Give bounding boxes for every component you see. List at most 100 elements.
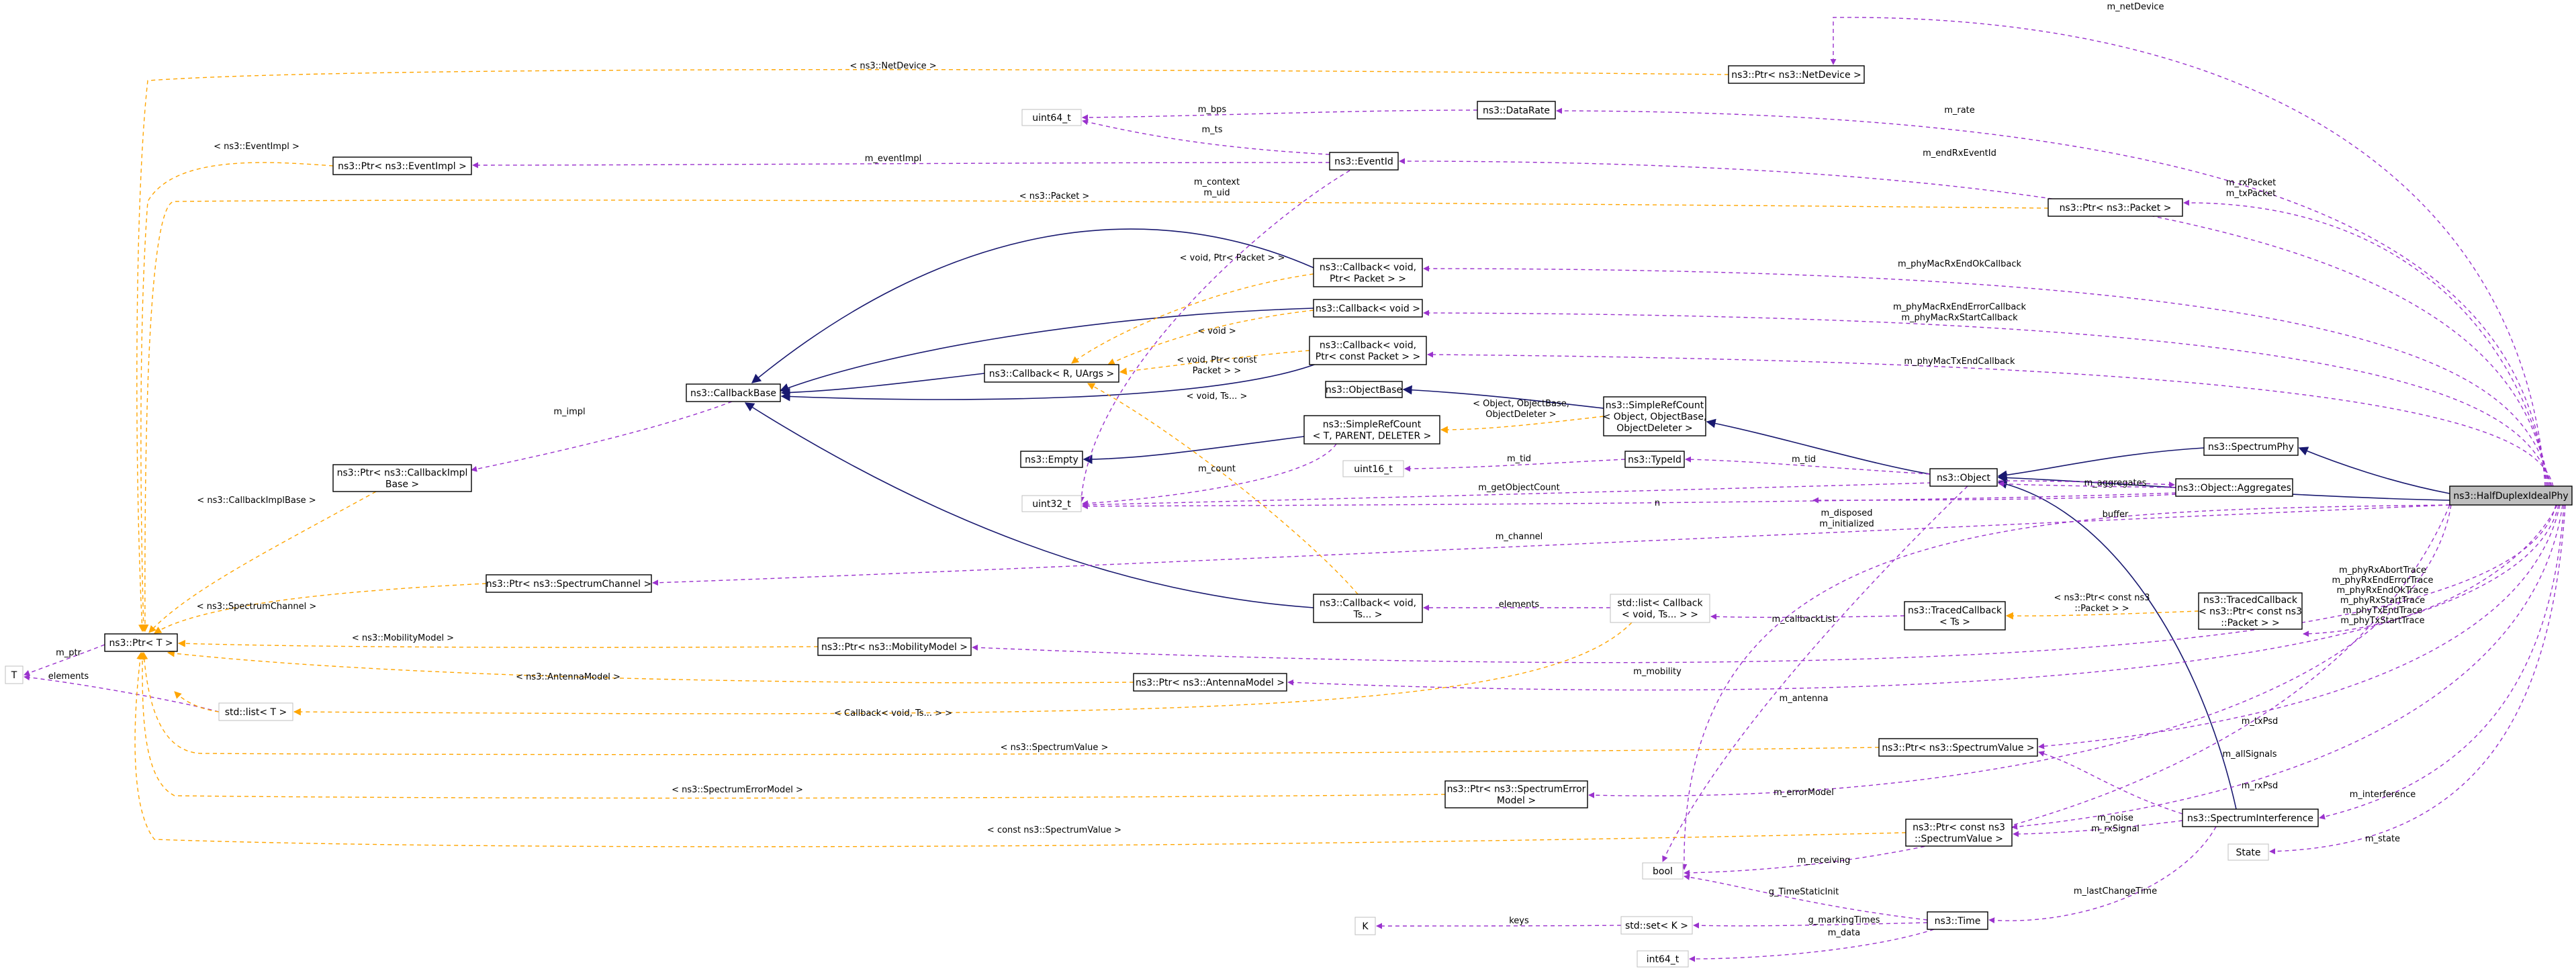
node-typeid[interactable]: ns3::TypeId <box>1624 451 1685 468</box>
edge-tpl-void-ts <box>1087 383 1359 595</box>
node-callback-void[interactable]: ns3::Callback< void > <box>1313 299 1423 318</box>
edge-label-ns3-antennamodel: < ns3::AntennaModel > <box>516 672 620 682</box>
node-object[interactable]: ns3::Object <box>1929 468 1998 487</box>
edge-use-n <box>1082 492 2176 510</box>
node-ptr-spectrumerror[interactable]: ns3::Ptr< ns3::SpectrumErrorModel > <box>1444 780 1588 808</box>
node-box <box>1904 601 2006 631</box>
edge-label-trace-5: m_phyTxStartTrace <box>2340 616 2424 626</box>
node-ptr-packet[interactable]: ns3::Ptr< ns3::Packet > <box>2048 198 2183 217</box>
edge-tpl-tracedcallback <box>2005 610 2199 620</box>
edge-use-errormodel <box>1588 504 2452 798</box>
node-label: ::SpectrumValue > <box>1915 834 2003 845</box>
node-callbackbase[interactable]: ns3::CallbackBase <box>686 383 781 402</box>
node-label: < void, Ts... > > <box>1622 610 1698 620</box>
edge-label-ns3-callbackimplbase: < ns3::CallbackImplBase > <box>197 496 316 506</box>
edge-label-m-context-uid: m_uid <box>1203 188 1230 198</box>
edge-label-m-rxpsd: m_rxPsd <box>2242 781 2279 791</box>
node-ptr-eventimpl[interactable]: ns3::Ptr< ns3::EventImpl > <box>332 156 472 175</box>
node-simplerefcount-obj[interactable]: ns3::SimpleRefCount< Object, ObjectBase,… <box>1603 396 1707 436</box>
node-label: ns3::SpectrumInterference <box>2187 813 2313 824</box>
edge-label-m-disposed-initialized: m_disposed <box>1821 508 1872 518</box>
edge-label-m-context-uid: m_context <box>1194 177 1240 187</box>
node-empty[interactable]: ns3::Empty <box>1020 451 1083 468</box>
node-aggregates[interactable]: ns3::Object::Aggregates <box>2175 478 2293 497</box>
node-box <box>1610 594 1710 623</box>
edge-label-m-errormodel: m_errorModel <box>1774 788 1834 798</box>
node-box <box>1313 594 1423 623</box>
node-callback-void-ptr-packet[interactable]: ns3::Callback< void,Ptr< Packet > > <box>1313 258 1423 287</box>
node-stdset-k[interactable]: std::set< K > <box>1620 916 1693 935</box>
edge-label-m-interference: m_interference <box>2350 790 2416 800</box>
node-tracedcallback-packet[interactable]: ns3::TracedCallback< ns3::Ptr< const ns3… <box>2198 592 2303 630</box>
node-label: ns3::Ptr< const ns3 <box>1913 823 2005 833</box>
edge-label-object-objectbase-deleter: < Object, ObjectBase, <box>1473 399 1569 409</box>
node-box <box>1329 152 1399 171</box>
node-ptr-spectrumchannel[interactable]: ns3::Ptr< ns3::SpectrumChannel > <box>486 574 652 593</box>
node-label: Ptr< const Packet > > <box>1316 352 1420 363</box>
edge-label-m-rate: m_rate <box>1944 105 1975 115</box>
edge-inherit-spectruminterference-object <box>1997 479 2237 810</box>
node-k[interactable]: K <box>1354 917 1376 935</box>
node-bool[interactable]: bool <box>1642 862 1684 880</box>
node-uint32[interactable]: uint32_t <box>1021 495 1082 512</box>
edge-label-m-count: m_count <box>1198 464 1236 474</box>
node-label: std::list< Callback <box>1617 598 1703 609</box>
node-spectruminterference[interactable]: ns3::SpectrumInterference <box>2182 808 2319 827</box>
edge-label-m-eventimpl: m_eventImpl <box>865 154 922 164</box>
edge-inherit-simplerefcount-object <box>1706 418 1931 475</box>
edge-use-rxpsd <box>2011 504 2563 830</box>
node-int64[interactable]: int64_t <box>1637 950 1689 968</box>
node-ptr-antennamodel[interactable]: ns3::Ptr< ns3::AntennaModel > <box>1133 673 1287 692</box>
node-stdlist-callback[interactable]: std::list< Callback< void, Ts... > > <box>1610 594 1710 623</box>
edge-use-antenna <box>1287 504 2559 691</box>
edge-label-m-lastchangetime: m_lastChangeTime <box>2074 886 2157 896</box>
node-state[interactable]: State <box>2227 843 2269 861</box>
edge-tpl-mobilitymodel <box>177 639 819 648</box>
node-box <box>1624 451 1685 468</box>
node-label: uint64_t <box>1032 113 1071 124</box>
edge-tpl-object-objectbase <box>1440 416 1604 434</box>
node-eventid[interactable]: ns3::EventId <box>1329 152 1399 171</box>
edge-use-phymacrxenderror <box>1423 310 2552 487</box>
edge-label-trace-4: m_phyTxEndTrace <box>2343 606 2422 616</box>
node-uint16[interactable]: uint16_t <box>1342 460 1404 477</box>
node-ptr-mobilitymodel[interactable]: ns3::Ptr< ns3::MobilityModel > <box>817 637 972 656</box>
node-ptr-const-spectrumvalue[interactable]: ns3::Ptr< const ns3::SpectrumValue > <box>1905 819 2013 847</box>
node-tracedcallback-ts[interactable]: ns3::TracedCallback< Ts > <box>1904 601 2006 631</box>
edge-label-m-rxpacket-txpacket: m_rxPacket <box>2226 178 2276 188</box>
node-label: ns3::Empty <box>1025 455 1078 465</box>
edge-label-ns3-ptr-const-packet: < ns3::Ptr< const ns3 <box>2054 593 2150 603</box>
node-callback-void-ptr-const-packet[interactable]: ns3::Callback< void,Ptr< const Packet > … <box>1309 336 1427 365</box>
node-callback-ruargs[interactable]: ns3::Callback< R, UArgs > <box>984 364 1119 383</box>
node-ptr-spectrumvalue[interactable]: ns3::Ptr< ns3::SpectrumValue > <box>1878 738 2038 757</box>
node-stdlist-t[interactable]: std::list< T > <box>218 702 293 721</box>
node-spectrumphy[interactable]: ns3::SpectrumPhy <box>2203 437 2299 456</box>
node-datarate[interactable]: ns3::DataRate <box>1477 101 1556 120</box>
edge-tpl-spectrumerror <box>138 651 1446 799</box>
edge-use-count <box>1082 443 1337 507</box>
edge-use-mptr <box>24 644 105 676</box>
node-box <box>1728 65 1865 84</box>
edge-label-m-ts: m_ts <box>1201 125 1222 135</box>
node-objectbase[interactable]: ns3::ObjectBase <box>1325 381 1403 398</box>
node-halfduplex[interactable]: ns3::HalfDuplexIdealPhy <box>2449 485 2573 506</box>
node-ptr-callbackimplbase[interactable]: ns3::Ptr< ns3::CallbackImplBase > <box>332 464 472 492</box>
node-callback-void-ts[interactable]: ns3::Callback< void,Ts... > <box>1313 594 1423 623</box>
node-label: ns3::EventId <box>1334 156 1393 167</box>
edge-label-m-impl: m_impl <box>553 407 585 417</box>
node-t[interactable]: T <box>5 665 24 684</box>
edge-label-const-ns3-spectrumvalue: < const ns3::SpectrumValue > <box>987 825 1121 835</box>
edge-label-m-noise-rxsignal: m_noise <box>2097 813 2133 823</box>
node-label: K <box>1362 921 1369 932</box>
node-time[interactable]: ns3::Time <box>1927 911 1988 930</box>
node-label: ns3::Ptr< ns3::SpectrumValue > <box>1882 743 2034 753</box>
node-box <box>486 574 652 593</box>
node-ptr-t[interactable]: ns3::Ptr< T > <box>104 633 178 652</box>
node-box <box>2203 437 2299 456</box>
node-simplerefcount-t[interactable]: ns3::SimpleRefCount< T, PARENT, DELETER … <box>1303 415 1440 445</box>
edge-inherit-cb-ptr-packet-base <box>751 228 1324 383</box>
node-ptr-netdevice[interactable]: ns3::Ptr< ns3::NetDevice > <box>1728 65 1865 84</box>
edge-label-void-ptr-const-packet: Packet > > <box>1193 366 1242 376</box>
node-uint64[interactable]: uint64_t <box>1021 109 1082 126</box>
